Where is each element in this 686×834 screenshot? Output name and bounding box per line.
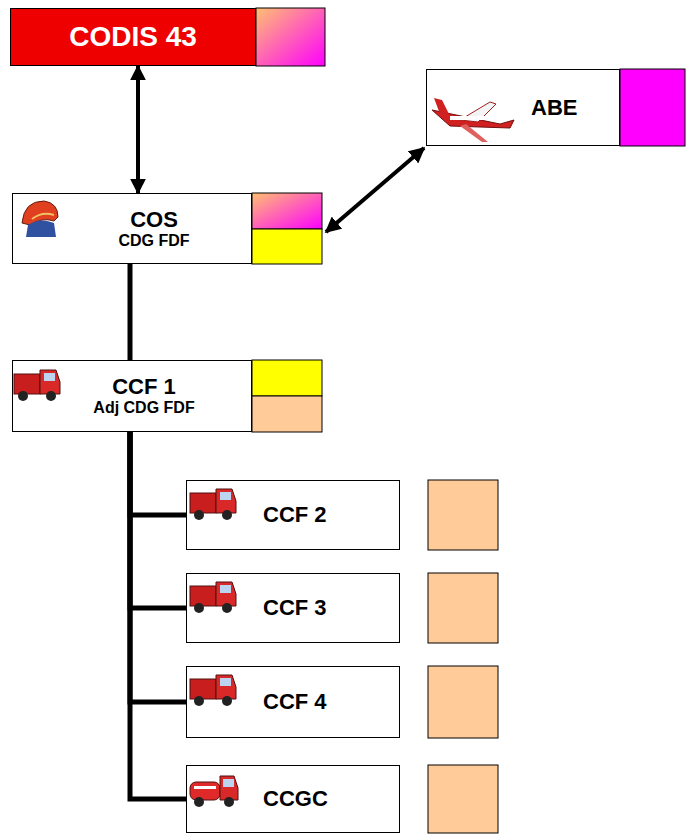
link-line — [130, 432, 186, 799]
control-center-box: CODIS 43 — [10, 8, 256, 66]
unit-box: CCF 2 — [186, 480, 400, 550]
color-swatch — [252, 229, 322, 264]
truck-icons — [14, 370, 238, 807]
double-arrow — [136, 66, 140, 193]
truck-icon — [190, 675, 236, 706]
unit-box: CCF 1Adj CDG FDF — [12, 360, 252, 432]
link-line — [128, 264, 133, 360]
unit-box: CCF 4 — [186, 666, 400, 738]
helmet-icon — [22, 201, 58, 237]
color-swatch — [428, 573, 498, 643]
truck-icon — [14, 370, 60, 401]
truck-icon — [190, 489, 236, 520]
unit-name: COS — [130, 207, 178, 232]
unit-role: Adj CDG FDF — [93, 399, 194, 417]
unit-box: COSCDG FDF — [12, 193, 252, 264]
unit-name: ABE — [531, 95, 577, 120]
double-arrow — [326, 148, 424, 232]
unit-box: CCF 3 — [186, 573, 400, 643]
unit-box: CCGC — [186, 765, 400, 833]
color-swatch — [620, 69, 685, 146]
color-swatch — [252, 396, 322, 432]
unit-name: CCF 1 — [112, 374, 176, 399]
unit-name: CCGC — [263, 786, 328, 811]
color-swatch — [428, 480, 498, 550]
unit-name: CCF 3 — [263, 595, 327, 620]
unit-name: CCF 2 — [263, 502, 327, 527]
color-swatch — [252, 360, 322, 396]
plane-icon — [432, 98, 514, 142]
color-swatches — [252, 8, 685, 833]
color-swatch — [428, 666, 498, 738]
link-line — [130, 432, 186, 515]
link-line — [130, 432, 186, 608]
unit-name: CCF 4 — [263, 689, 327, 714]
unit-box: ABE — [426, 69, 620, 146]
unit-role: CDG FDF — [118, 232, 189, 250]
unit-name: CODIS 43 — [69, 21, 197, 53]
color-swatch — [252, 193, 322, 229]
tanker-truck-icon — [190, 776, 238, 807]
color-swatch — [256, 8, 325, 66]
link-line — [130, 432, 186, 702]
color-swatch — [428, 765, 498, 833]
truck-icon — [190, 582, 236, 613]
